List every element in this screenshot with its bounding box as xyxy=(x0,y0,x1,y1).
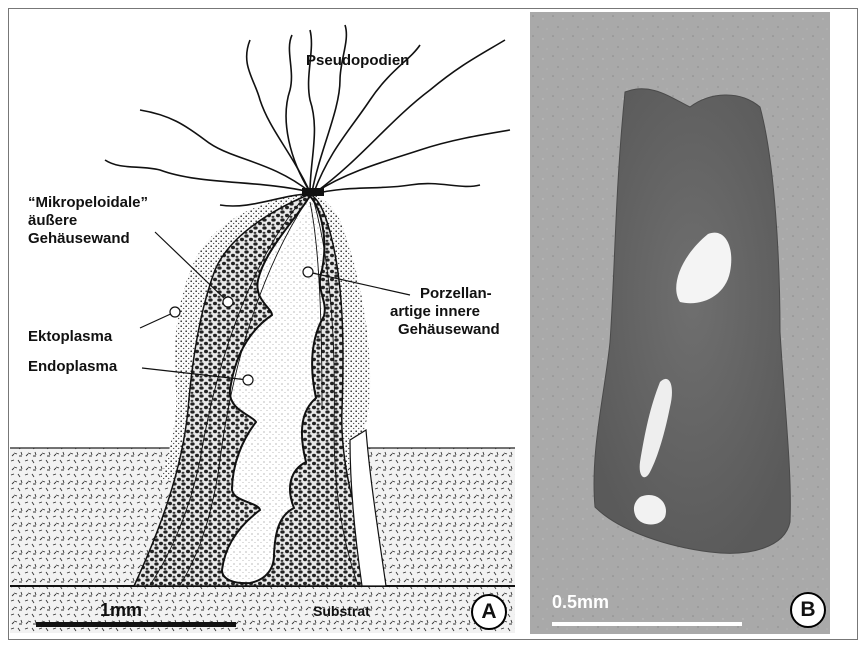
label-mikropeloidale-2: äußere xyxy=(28,212,77,230)
label-porzellan-2: artige innere xyxy=(390,303,480,321)
label-ektoplasma: Ektoplasma xyxy=(28,328,112,346)
label-mikropeloidale-1: “Mikropeloidale” xyxy=(28,194,148,212)
label-mikropeloidale-3: Gehäusewand xyxy=(28,230,130,248)
label-pseudopodien: Pseudopodien xyxy=(306,52,409,70)
panel-badge-a: A xyxy=(471,594,507,630)
panel-b-micrograph: 0.5mm B xyxy=(530,12,830,634)
label-substrat: Substrat xyxy=(313,602,370,620)
scale-bar-a xyxy=(36,622,236,627)
thin-section-photo xyxy=(530,12,830,634)
panel-badge-b: B xyxy=(790,592,826,628)
fossil-body xyxy=(594,89,790,554)
panel-a-drawing: Pseudopodien “Mikropeloidale” äußere Geh… xyxy=(10,10,520,634)
label-porzellan-3: Gehäusewand xyxy=(398,321,500,339)
scale-label-b: 0.5mm xyxy=(552,592,609,613)
label-porzellan-1: Porzellan- xyxy=(420,285,492,303)
label-endoplasma: Endoplasma xyxy=(28,358,117,376)
scale-bar-b xyxy=(552,622,742,626)
scale-label-a: 1mm xyxy=(100,600,142,621)
